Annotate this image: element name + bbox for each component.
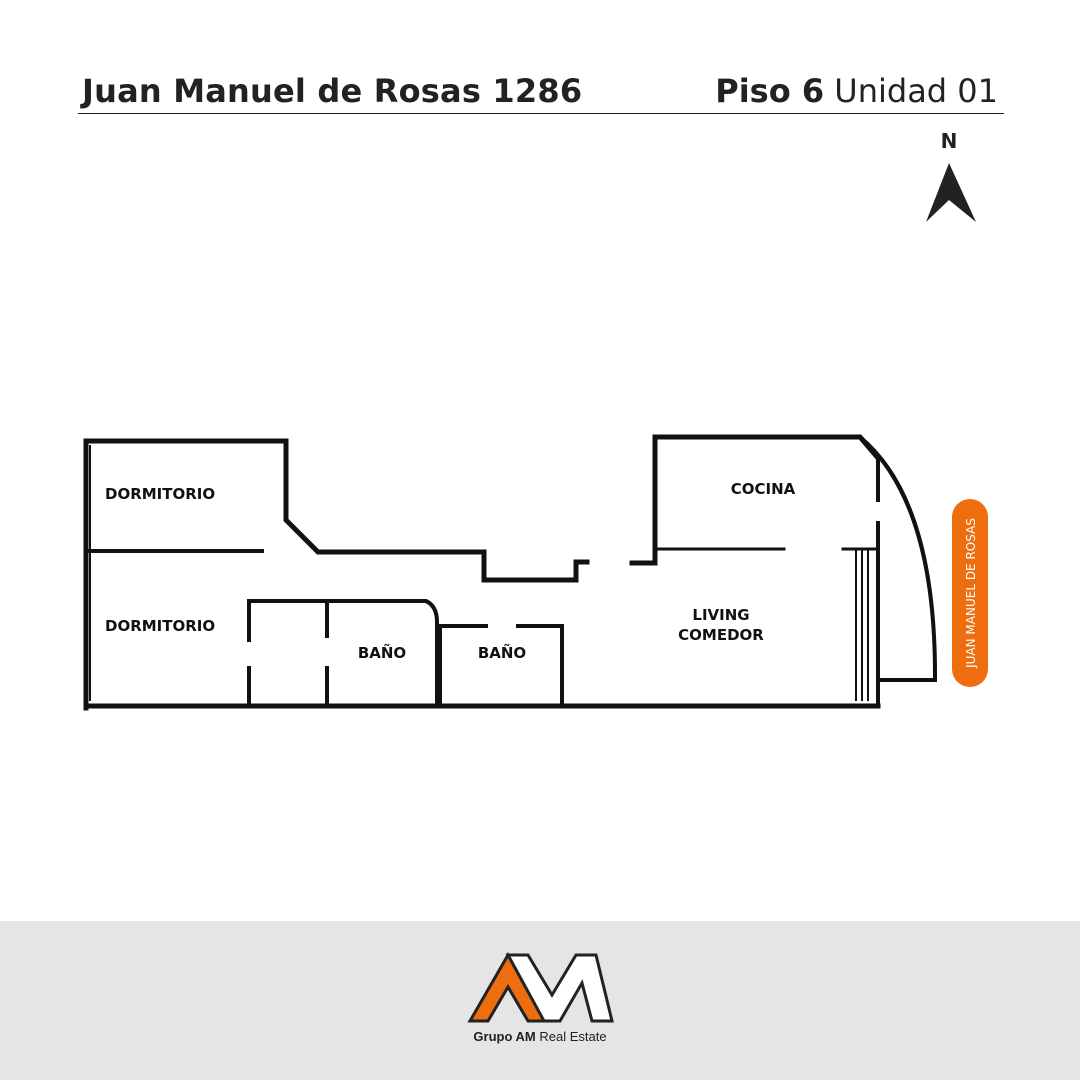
walls — [83, 434, 938, 711]
north-letter: N — [941, 129, 958, 153]
brand-rest: Real Estate — [539, 1029, 607, 1044]
floor-label: Piso 6 — [715, 72, 825, 110]
street-badge-label: JUAN MANUEL DE ROSAS — [964, 518, 978, 669]
street-badge: JUAN MANUEL DE ROSAS — [952, 499, 988, 687]
brand-name: Grupo AM Real Estate — [0, 1029, 1080, 1044]
grupo-am-logo-icon — [467, 951, 614, 1023]
north-arrow-icon — [926, 163, 976, 222]
room-dormitorio-1: DORMITORIO — [105, 485, 215, 503]
room-bano-1: BAÑO — [358, 643, 406, 662]
address-title: Juan Manuel de Rosas 1286 — [82, 72, 583, 110]
unit-label: Unidad 01 — [834, 72, 998, 110]
floor-plan: N DORMITORIO DORMITORIO BAÑO BAÑO COCINA… — [83, 129, 988, 711]
brand-strong: Grupo AM — [473, 1029, 536, 1044]
room-comedor: COMEDOR — [678, 626, 764, 644]
footer: Grupo AM Real Estate — [0, 921, 1080, 1080]
room-living: LIVING — [692, 606, 749, 624]
header-divider — [78, 113, 1004, 114]
room-bano-2: BAÑO — [478, 643, 526, 662]
room-cocina: COCINA — [731, 480, 796, 498]
unit-info: Piso 6 Unidad 01 — [715, 72, 998, 110]
room-dormitorio-2: DORMITORIO — [105, 617, 215, 635]
